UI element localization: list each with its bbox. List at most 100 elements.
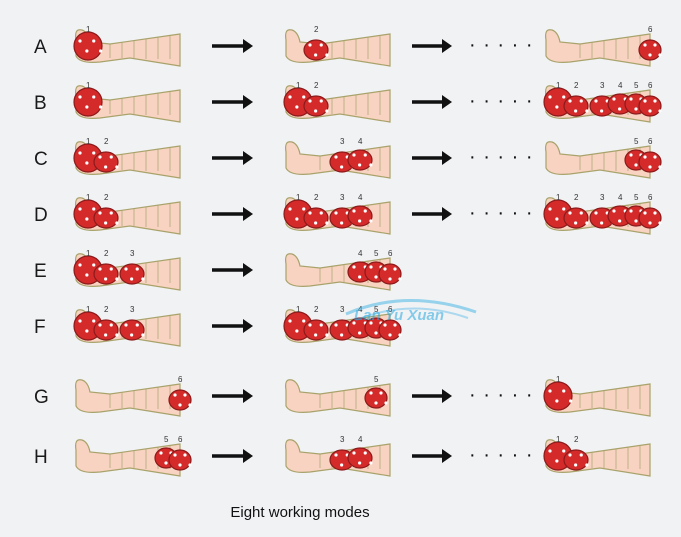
right-arrow-icon <box>412 151 452 165</box>
chamber-4 <box>347 447 373 469</box>
chamber-label-2: 2 <box>574 81 579 90</box>
leg-outline <box>285 29 391 67</box>
chamber-label-6: 6 <box>178 435 183 444</box>
leg-step-a-1: 1 <box>73 25 181 67</box>
chamber-2 <box>303 95 329 117</box>
chamber-2 <box>563 449 589 471</box>
chamber-2 <box>303 39 329 61</box>
right-arrow-icon <box>212 319 253 333</box>
chamber-2 <box>93 319 119 341</box>
mode-letter-c: C <box>34 149 48 170</box>
chamber-label-2: 2 <box>314 193 319 202</box>
chamber-3 <box>119 319 145 341</box>
chamber-label-6: 6 <box>648 137 653 146</box>
chamber-6 <box>168 449 192 471</box>
ellipsis-dots: · · · · · <box>469 444 534 466</box>
leg-step-g-1: 6 <box>75 375 192 417</box>
chamber-6 <box>378 263 402 285</box>
chamber-label-1: 1 <box>86 25 91 34</box>
diagram-caption: Eight working modes <box>230 504 370 521</box>
chamber-label-4: 4 <box>358 305 363 314</box>
chamber-label-1: 1 <box>86 81 91 90</box>
chamber-label-3: 3 <box>340 305 345 314</box>
chamber-label-6: 6 <box>648 81 653 90</box>
ellipsis-dots: · · · · · <box>469 146 534 168</box>
right-arrow-icon <box>412 207 452 221</box>
leg-step-a-3: 6 <box>545 25 662 67</box>
chamber-label-2: 2 <box>104 137 109 146</box>
chamber-1 <box>73 87 103 117</box>
leg-step-a-2: 2 <box>285 25 391 67</box>
chamber-label-3: 3 <box>340 137 345 146</box>
right-arrow-icon <box>412 389 452 403</box>
chamber-label-5: 5 <box>164 435 169 444</box>
chamber-label-1: 1 <box>556 375 561 384</box>
chamber-label-3: 3 <box>340 193 345 202</box>
mode-letter-e: E <box>34 261 47 282</box>
chamber-label-2: 2 <box>314 81 319 90</box>
chamber-label-2: 2 <box>104 249 109 258</box>
chamber-label-4: 4 <box>358 193 363 202</box>
chamber-6 <box>168 389 192 411</box>
leg-outline <box>545 29 651 67</box>
leg-outline <box>75 379 181 417</box>
chamber-label-5: 5 <box>374 375 379 384</box>
leg-step-g-2: 5 <box>285 375 391 417</box>
chamber-label-5: 5 <box>634 81 639 90</box>
chamber-label-1: 1 <box>86 137 91 146</box>
chamber-6 <box>378 319 402 341</box>
chamber-label-2: 2 <box>574 193 579 202</box>
chamber-label-6: 6 <box>388 305 393 314</box>
right-arrow-icon <box>212 39 253 53</box>
right-arrow-icon <box>212 263 253 277</box>
chamber-label-3: 3 <box>130 305 135 314</box>
chamber-6 <box>638 95 662 117</box>
mode-letter-d: D <box>34 205 48 226</box>
chamber-label-3: 3 <box>600 81 605 90</box>
chamber-6 <box>638 151 662 173</box>
leg-outline <box>75 439 181 477</box>
chamber-label-1: 1 <box>296 305 301 314</box>
leg-step-f-1: 1 2 3 <box>73 305 181 347</box>
chamber-6 <box>638 39 662 61</box>
leg-step-d-2: 1 2 3 4 <box>283 193 391 235</box>
leg-step-b-1: 1 <box>73 81 181 123</box>
chamber-label-5: 5 <box>634 193 639 202</box>
ellipsis-dots: · · · · · <box>469 202 534 224</box>
chamber-2 <box>563 207 589 229</box>
ellipsis-dots: · · · · · <box>469 384 534 406</box>
right-arrow-icon <box>212 151 253 165</box>
chamber-5 <box>364 387 388 409</box>
leg-outline <box>545 141 651 179</box>
ellipsis-dots: · · · · · <box>469 34 534 56</box>
mode-letter-h: H <box>34 447 48 468</box>
chamber-label-1: 1 <box>86 305 91 314</box>
chamber-1 <box>543 381 573 411</box>
right-arrow-icon <box>212 449 253 463</box>
chamber-label-2: 2 <box>104 305 109 314</box>
chamber-2 <box>563 95 589 117</box>
chamber-2 <box>93 151 119 173</box>
chamber-label-1: 1 <box>556 193 561 202</box>
ellipsis-dots: · · · · · <box>469 90 534 112</box>
chamber-label-1: 1 <box>296 81 301 90</box>
leg-outline <box>285 379 391 417</box>
mode-letter-a: A <box>34 37 47 58</box>
chamber-label-3: 3 <box>340 435 345 444</box>
chamber-label-1: 1 <box>296 193 301 202</box>
chamber-3 <box>119 263 145 285</box>
right-arrow-icon <box>212 95 253 109</box>
right-arrow-icon <box>412 39 452 53</box>
chamber-label-5: 5 <box>374 305 379 314</box>
chamber-label-1: 1 <box>556 81 561 90</box>
